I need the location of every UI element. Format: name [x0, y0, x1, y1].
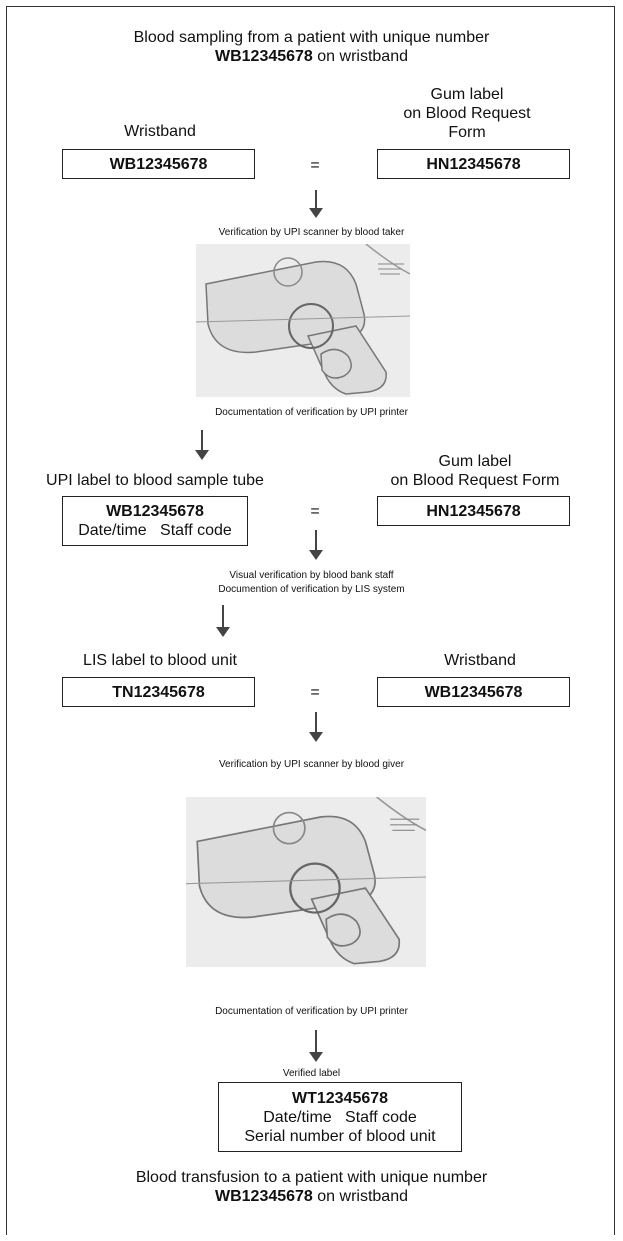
step2-caption2: Documention of verification by LIS syste…: [218, 584, 405, 595]
footer-line2: WB12345678 on wristband: [0, 1187, 623, 1206]
verified-id: WT12345678: [291, 1089, 389, 1107]
header-line1: Blood sampling from a patient with uniqu…: [133, 29, 490, 46]
equals-sign: =: [310, 684, 320, 701]
row1-right-label-2: on Blood Request: [403, 105, 531, 122]
header-id: WB12345678: [214, 48, 313, 65]
header-line2: WB12345678 on wristband: [0, 47, 623, 66]
row2-right-label-1: Gum label: [438, 453, 512, 470]
barcode-scanner-illustration: [186, 797, 426, 967]
down-arrow-icon: [309, 1030, 323, 1062]
header-suffix: on wristband: [312, 48, 408, 65]
equals-sign: =: [310, 157, 320, 174]
verified-label-box: WT12345678 Date/time Staff code Serial n…: [218, 1082, 462, 1152]
request-form-id-box: HN12345678: [377, 149, 570, 179]
row1-right-label-3: Form: [448, 124, 486, 141]
wristband-id-box-2: WB12345678: [377, 677, 570, 707]
verified-serial: Serial number of blood unit: [244, 1127, 436, 1145]
sample-tube-label-box: WB12345678 Date/time Staff code: [62, 496, 248, 546]
barcode-scanner-illustration: [196, 244, 410, 397]
step3-after: Documentation of verification by UPI pri…: [215, 1006, 408, 1017]
wristband-id-box: WB12345678: [62, 149, 255, 179]
diagram-frame: [6, 6, 615, 1235]
row2-right-label-2: on Blood Request Form: [390, 472, 560, 489]
step1-caption: Verification by UPI scanner by blood tak…: [218, 227, 405, 238]
row1-left-label: Wristband: [124, 123, 196, 140]
step2-caption1: Visual verification by blood bank staff: [229, 570, 394, 581]
footer-id: WB12345678: [214, 1188, 313, 1205]
sample-tube-id: WB12345678: [106, 503, 204, 520]
blood-unit-label-box: TN12345678: [62, 677, 255, 707]
down-arrow-icon: [195, 430, 209, 460]
step1-after: Documentation of verification by UPI pri…: [215, 407, 408, 418]
row1-right-label-1: Gum label: [430, 86, 504, 103]
step3-caption: Verification by UPI scanner by blood giv…: [218, 759, 405, 770]
final-caption: Verified label: [282, 1068, 341, 1079]
row2-left-label: UPI label to blood sample tube: [46, 472, 264, 489]
down-arrow-icon: [309, 530, 323, 560]
equals-sign: =: [310, 503, 320, 520]
request-form-id-box-2: HN12345678: [377, 496, 570, 526]
footer-suffix: on wristband: [312, 1188, 408, 1205]
sample-tube-datetime-staff: Date/time Staff code: [78, 522, 232, 539]
verified-datetime-staff: Date/time Staff code: [263, 1108, 417, 1126]
footer-line1: Blood transfusion to a patient with uniq…: [135, 1169, 488, 1186]
down-arrow-icon: [309, 712, 323, 742]
row3-left-label: LIS label to blood unit: [83, 652, 237, 669]
down-arrow-icon: [309, 190, 323, 218]
down-arrow-icon: [216, 605, 230, 637]
row3-right-label: Wristband: [444, 652, 516, 669]
